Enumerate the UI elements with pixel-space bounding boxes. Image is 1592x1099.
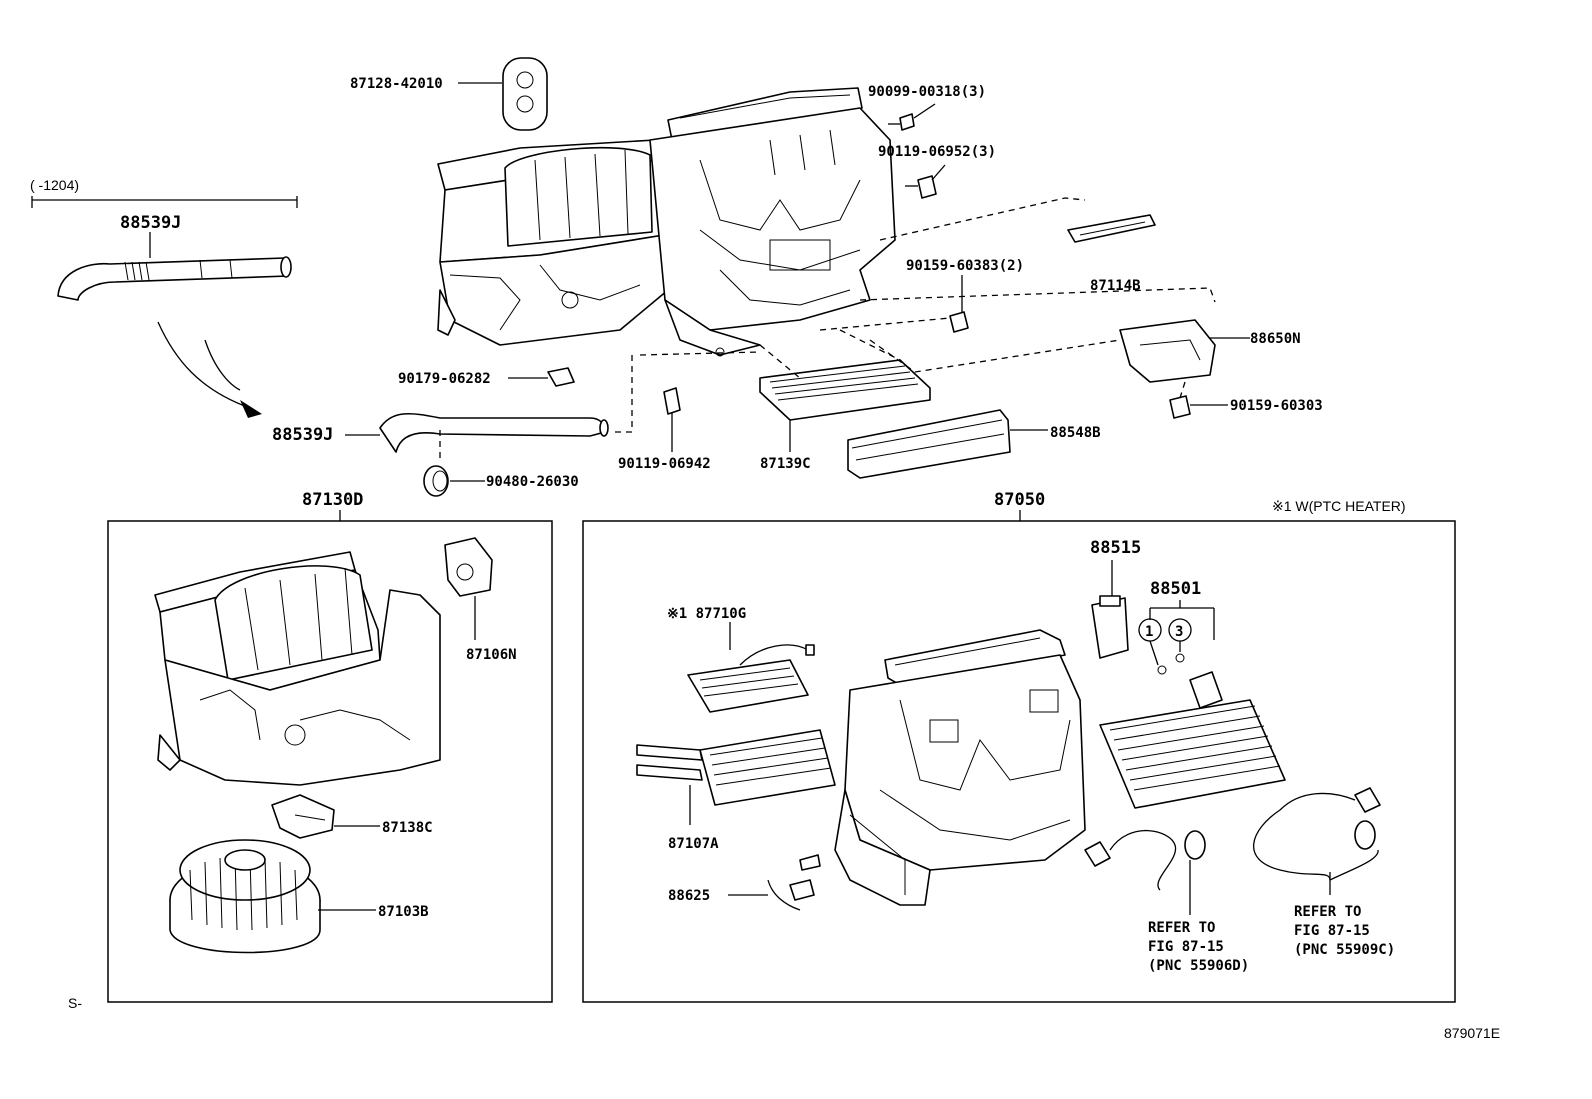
callout-88501: 88501 (1150, 579, 1201, 599)
callout-87130d: 87130D (302, 490, 363, 510)
screw-90099-00318: 90099-00318(3) (868, 84, 986, 131)
blower-case-assembly (437, 139, 669, 346)
range-note: ( -1204) (30, 177, 79, 193)
blower-motor-87103b: 87103B (169, 839, 429, 954)
thermistor-55909c: REFER TO FIG 87-15 (PNC 55909C) (1252, 787, 1395, 958)
callout-87139c: 87139C (760, 456, 811, 472)
ref-left-line-3: (PNC 55906D) (1148, 958, 1249, 974)
part-88650n: 88650N (1119, 319, 1301, 383)
box-87050 (582, 520, 1456, 1003)
nut-90179-06282: 90179-06282 (398, 367, 575, 387)
note-ptc-heater: ※1 W(PTC HEATER) (1272, 498, 1406, 514)
range-bracket: ( -1204) (30, 177, 298, 208)
hose-88539j-top: 88539J (57, 213, 292, 301)
callout-90159-60303: 90159-60303 (1230, 398, 1323, 414)
callout-87138c: 87138C (382, 820, 433, 836)
screw-90159-60303: 90159-60303 (1169, 381, 1323, 419)
callout-87107a: 87107A (668, 836, 719, 852)
callout-90480-26030: 90480-26030 (486, 474, 579, 490)
ref-right-line-3: (PNC 55909C) (1294, 942, 1395, 958)
bolt-90119-06942: 90119-06942 (618, 387, 711, 472)
callout-87103b: 87103B (378, 904, 429, 920)
direction-arrows (157, 321, 262, 418)
grommet-90480-26030: 90480-26030 (423, 465, 579, 497)
cover-88548b: 88548B (847, 409, 1101, 479)
circle-marker-1: 1 (1145, 624, 1153, 640)
callout-87114b: 87114B (1090, 278, 1141, 294)
callout-90119-06952: 90119-06952(3) (878, 144, 996, 160)
assembly-guide-lines (612, 197, 1216, 433)
callout-87710g: ※1 87710G (667, 606, 746, 622)
callout-88539j-mid: 88539J (272, 425, 333, 445)
evaporator-88501: 88501 1 3 (1099, 579, 1286, 809)
callout-90119-06942: 90119-06942 (618, 456, 711, 472)
ptc-heater-87710g: ※1 87710G (667, 606, 815, 713)
callout-87106n: 87106N (466, 647, 517, 663)
ref-right-line-1: REFER TO (1294, 904, 1361, 920)
heater-core-87107a: 87107A (636, 729, 836, 852)
callout-88539j-top: 88539J (120, 213, 181, 233)
hvac-case-87050 (834, 629, 1086, 906)
sensor-88625: 88625 (668, 854, 821, 911)
hose-88539j-mid: 88539J (272, 412, 609, 462)
callout-90159-60383: 90159-60383(2) (906, 258, 1024, 274)
ref-left-line-1: REFER TO (1148, 920, 1215, 936)
ref-left-line-2: FIG 87-15 (1148, 939, 1224, 955)
thermistor-55906d: REFER TO FIG 87-15 (PNC 55906D) (1084, 829, 1249, 974)
part-87106n: 87106N (444, 537, 517, 663)
diagram-id: 879071E (1444, 1025, 1500, 1041)
screw-90119-06952: 90119-06952(3) (878, 144, 996, 199)
callout-90179-06282: 90179-06282 (398, 371, 491, 387)
box-87130d (107, 520, 553, 1003)
screw-90159-60383: 90159-60383(2) (906, 258, 1024, 333)
blower-unit-87130d (154, 551, 441, 786)
part-87138c: 87138C (271, 794, 433, 839)
ref-right-line-2: FIG 87-15 (1294, 923, 1370, 939)
air-conditioning-case (649, 87, 896, 357)
part-87114b: 87114B (1067, 214, 1156, 294)
expansion-valve-88515: 88515 (1090, 538, 1141, 659)
callout-87128-42010: 87128-42010 (350, 76, 443, 92)
callout-88625: 88625 (668, 888, 710, 904)
callout-88515: 88515 (1090, 538, 1141, 558)
callout-90099-00318: 90099-00318(3) (868, 84, 986, 100)
callout-87050: 87050 (994, 490, 1045, 510)
callout-88548b: 88548B (1050, 425, 1101, 441)
section-marker: S- (68, 995, 82, 1011)
circle-marker-3: 3 (1175, 624, 1183, 640)
grommet-87128-42010: 87128-42010 (350, 57, 548, 131)
callout-88650n: 88650N (1250, 331, 1301, 347)
